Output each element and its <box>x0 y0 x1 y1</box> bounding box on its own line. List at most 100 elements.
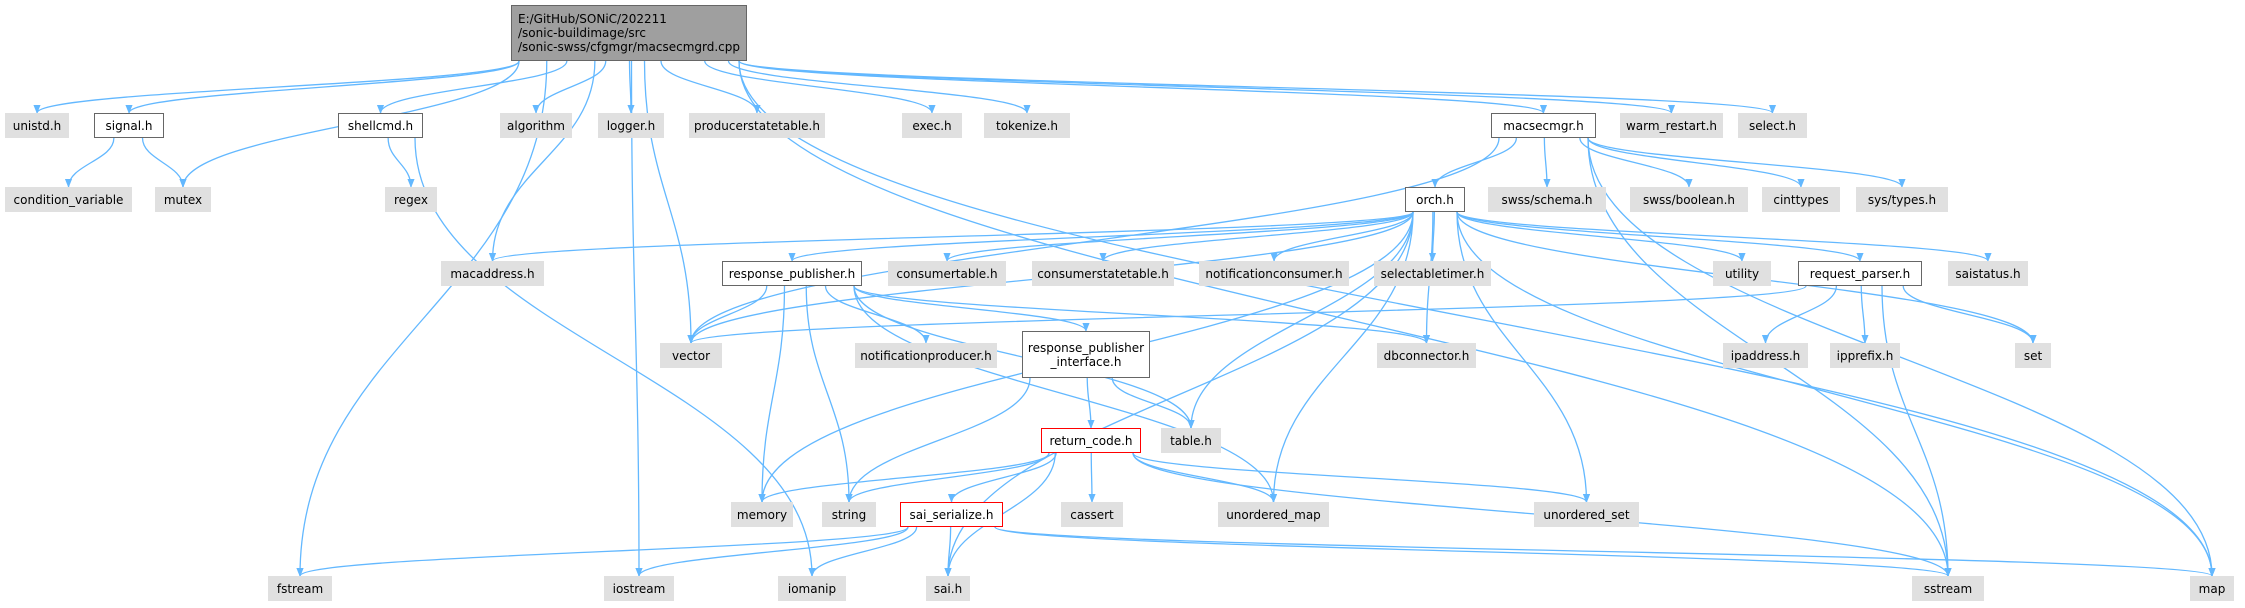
node-sai-serialize-h[interactable]: sai_serialize.h <box>900 502 1003 527</box>
node-root-macsecmgrd-cpp[interactable]: E:/GitHub/SONiC/202211 /sonic-buildimage… <box>511 5 747 61</box>
edge-root-to-signal <box>125 60 520 114</box>
node-consumerstatetable-h[interactable]: consumerstatetable.h <box>1032 261 1174 286</box>
edge-orch-to-notificationconsumer <box>1270 211 1414 262</box>
edge-response_publisher-to-memory <box>758 285 786 503</box>
edge-shellcmd-to-regex <box>387 137 415 188</box>
edge-request_parser-to-sstream <box>1881 285 1952 577</box>
node-iostream[interactable]: iostream <box>604 576 674 601</box>
edge-root-to-vector <box>643 60 695 344</box>
edge-sai_serialize-to-sstream <box>994 526 1952 577</box>
node-condition-variable[interactable]: condition_variable <box>5 187 132 212</box>
node-swss-schema-h[interactable]: swss/schema.h <box>1488 187 1606 212</box>
edge-macsecmgr-to-vector <box>687 137 1500 344</box>
edge-orch-to-map <box>1456 211 2216 577</box>
node-memory[interactable]: memory <box>731 502 793 527</box>
edge-orch-to-selectabletimer <box>1428 211 1437 262</box>
edge-signal-to-condition_variable <box>64 137 115 188</box>
node-response-publisher-interface-h[interactable]: response_publisher _interface.h <box>1022 331 1150 378</box>
edge-orch-to-response_publisher <box>788 211 1414 262</box>
node-utility[interactable]: utility <box>1713 261 1771 286</box>
node-response-publisher-h[interactable]: response_publisher.h <box>722 261 862 286</box>
node-regex[interactable]: regex <box>385 187 437 212</box>
edge-root-to-algorithm <box>532 60 607 114</box>
node-sai-h[interactable]: sai.h <box>926 576 970 601</box>
edge-sai_serialize-to-fstream <box>296 526 909 577</box>
node-orch-h[interactable]: orch.h <box>1405 187 1465 212</box>
edge-orch-to-unordered_set <box>1456 211 1591 503</box>
edge-macsecmgr-to-map <box>1587 137 2216 577</box>
edge-orch-to-macaddress <box>489 211 1414 262</box>
node-fstream[interactable]: fstream <box>268 576 332 601</box>
edge-macsecmgr-to-swss_boolean <box>1579 137 1693 188</box>
node-sstream[interactable]: sstream <box>1912 576 1984 601</box>
node-warm-restart-h[interactable]: warm_restart.h <box>1620 113 1723 138</box>
root-line-2: /sonic-buildimage/src <box>518 26 646 40</box>
node-macaddress-h[interactable]: macaddress.h <box>441 261 544 286</box>
edge-root-to-iostream <box>630 60 643 577</box>
edge-root-to-sstream <box>738 60 1952 577</box>
node-notificationproducer-h[interactable]: notificationproducer.h <box>855 343 997 368</box>
node-request-parser-h[interactable]: request_parser.h <box>1798 261 1922 286</box>
edge-root-to-fstream <box>296 60 548 577</box>
node-ipaddress-h[interactable]: ipaddress.h <box>1723 343 1808 368</box>
edge-return_code-to-cassert <box>1088 452 1096 503</box>
edge-root-to-macaddress <box>488 60 596 262</box>
node-macsecmgr-h[interactable]: macsecmgr.h <box>1491 113 1596 138</box>
node-cinttypes[interactable]: cinttypes <box>1762 187 1840 212</box>
node-signal-h[interactable]: signal.h <box>94 113 164 138</box>
node-selectabletimer-h[interactable]: selectabletimer.h <box>1374 261 1491 286</box>
node-string[interactable]: string <box>822 502 876 527</box>
edge-response_publisher-to-response_publisher_interface <box>853 285 1090 332</box>
edge-root-to-logger <box>627 60 635 114</box>
edge-request_parser-to-set <box>1902 285 2037 344</box>
node-iomanip[interactable]: iomanip <box>778 576 846 601</box>
node-producerstatetable-h[interactable]: producerstatetable.h <box>689 113 825 138</box>
edge-orch-to-table <box>1187 211 1414 429</box>
node-table-h[interactable]: table.h <box>1161 428 1221 453</box>
edge-orch-to-utility <box>1456 211 1746 262</box>
node-dbconnector-h[interactable]: dbconnector.h <box>1377 343 1476 368</box>
node-saistatus-h[interactable]: saistatus.h <box>1948 261 2028 286</box>
edge-sai_serialize-to-iostream <box>635 526 909 577</box>
edge-response_publisher-to-string <box>805 285 853 503</box>
edge-signal-to-mutex <box>141 137 187 188</box>
edge-request_parser-to-ipprefix <box>1860 285 1869 344</box>
node-swss-boolean-h[interactable]: swss/boolean.h <box>1630 187 1748 212</box>
node-select-h[interactable]: select.h <box>1738 113 1807 138</box>
node-algorithm[interactable]: algorithm <box>500 113 572 138</box>
edge-response_publisher-to-dbconnector <box>853 285 1430 344</box>
edge-response_publisher-to-notificationproducer <box>824 285 930 344</box>
node-notificationconsumer-h[interactable]: notificationconsumer.h <box>1199 261 1349 286</box>
node-tokenize-h[interactable]: tokenize.h <box>984 113 1070 138</box>
node-sys-types-h[interactable]: sys/types.h <box>1856 187 1948 212</box>
node-mutex[interactable]: mutex <box>155 187 211 212</box>
node-logger-h[interactable]: logger.h <box>598 113 664 138</box>
edge-sai_serialize-to-sai <box>944 526 952 577</box>
node-unordered-map[interactable]: unordered_map <box>1218 502 1329 527</box>
node-consumertable-h[interactable]: consumertable.h <box>888 261 1006 286</box>
edge-response_publisher_interface-to-string <box>845 377 1031 503</box>
node-set[interactable]: set <box>2015 343 2051 368</box>
edge-sai_serialize-to-iomanip <box>808 526 918 577</box>
node-map[interactable]: map <box>2190 576 2234 601</box>
root-line-3: /sonic-swss/cfgmgr/macsecmgrd.cpp <box>518 40 741 54</box>
node-cassert[interactable]: cassert <box>1061 502 1123 527</box>
edge-return_code-to-unordered_map <box>1132 452 1278 503</box>
edge-response_publisher_interface-to-return_code <box>1086 377 1095 429</box>
node-exec-h[interactable]: exec.h <box>902 113 962 138</box>
node-return-code-h[interactable]: return_code.h <box>1041 428 1141 453</box>
edge-root-to-unistd <box>33 60 520 114</box>
node-shellcmd-h[interactable]: shellcmd.h <box>338 113 423 138</box>
node-unistd-h[interactable]: unistd.h <box>5 113 69 138</box>
edge-return_code-to-sai_serialize <box>947 452 1057 503</box>
edge-return_code-to-string <box>845 452 1050 503</box>
node-unordered-set[interactable]: unordered_set <box>1534 502 1639 527</box>
edge-root-to-select <box>738 60 1776 114</box>
node-ipprefix-h[interactable]: ipprefix.h <box>1830 343 1900 368</box>
edge-root-to-producerstatetable <box>660 60 761 114</box>
edge-orch-to-request_parser <box>1456 211 1864 262</box>
node-vector[interactable]: vector <box>660 343 722 368</box>
edge-response_publisher_interface-to-table <box>1111 377 1195 429</box>
